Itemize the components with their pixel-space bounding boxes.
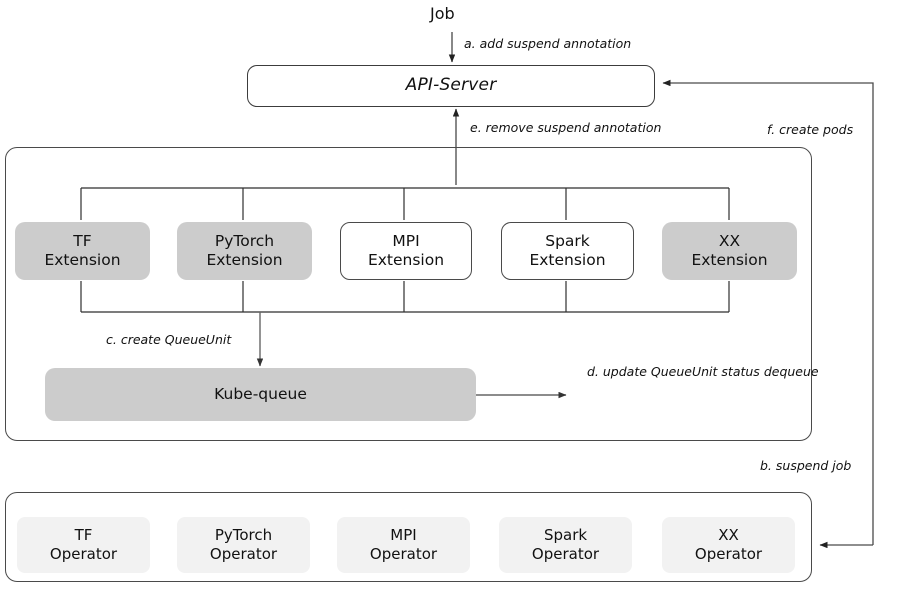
operator-xx-line1: XX — [718, 526, 739, 545]
step-d-label: d. update QueueUnit status dequeue — [587, 363, 819, 381]
step-b-label: b. suspend job — [760, 458, 852, 473]
operator-group-container — [5, 492, 812, 582]
operator-spark-line1: Spark — [543, 526, 588, 545]
operator-spark-line2: Operator — [531, 545, 600, 563]
extension-node-spark[interactable]: Spark Extension — [501, 222, 634, 280]
extension-tf-line1: TF — [73, 231, 92, 250]
operator-pytorch-line1: PyTorch — [214, 526, 273, 545]
operator-node-tf[interactable]: TF Operator — [17, 517, 150, 573]
step-a-label: a. add suspend annotation — [464, 36, 632, 51]
extension-xx-line2: Extension — [691, 251, 768, 269]
operator-node-pytorch[interactable]: PyTorch Operator — [177, 517, 310, 573]
extension-spark-line2: Extension — [529, 251, 606, 269]
step-d-line3: dequeue — [763, 364, 819, 379]
extension-pytorch-line2: Extension — [206, 251, 283, 269]
extension-mpi-line1: MPI — [392, 231, 420, 250]
step-f-label: f. create pods — [767, 122, 854, 137]
extension-pytorch-line1: PyTorch — [214, 231, 275, 250]
operator-mpi-line1: MPI — [390, 526, 417, 545]
extension-node-pytorch[interactable]: PyTorch Extension — [177, 222, 312, 280]
operator-tf-line1: TF — [74, 526, 93, 545]
step-e-label: e. remove suspend annotation — [470, 120, 662, 135]
extension-tf-line2: Extension — [44, 251, 121, 269]
step-d-line2: QueueUnit status — [650, 364, 760, 379]
operator-node-mpi[interactable]: MPI Operator — [337, 517, 470, 573]
kube-queue-label: Kube-queue — [214, 384, 307, 403]
api-server-label: API-Server — [405, 75, 497, 96]
extension-group-container — [5, 147, 812, 441]
extension-node-mpi[interactable]: MPI Extension — [340, 222, 472, 280]
step-d-line1: d. update — [587, 364, 647, 379]
extension-node-xx[interactable]: XX Extension — [662, 222, 797, 280]
operator-mpi-line2: Operator — [369, 545, 438, 563]
operator-tf-line2: Operator — [49, 545, 118, 563]
extension-mpi-line2: Extension — [367, 251, 445, 269]
extension-xx-line1: XX — [718, 231, 741, 250]
operator-node-spark[interactable]: Spark Operator — [499, 517, 632, 573]
operator-xx-line2: Operator — [694, 545, 763, 563]
kube-queue-node[interactable]: Kube-queue — [45, 368, 476, 421]
operator-node-xx[interactable]: XX Operator — [662, 517, 795, 573]
extension-spark-line1: Spark — [545, 231, 590, 250]
operator-pytorch-line2: Operator — [209, 545, 278, 563]
step-c-label: c. create QueueUnit — [106, 332, 232, 347]
job-label: Job — [430, 4, 455, 23]
api-server-node[interactable]: API-Server — [247, 65, 655, 107]
extension-node-tf[interactable]: TF Extension — [15, 222, 150, 280]
